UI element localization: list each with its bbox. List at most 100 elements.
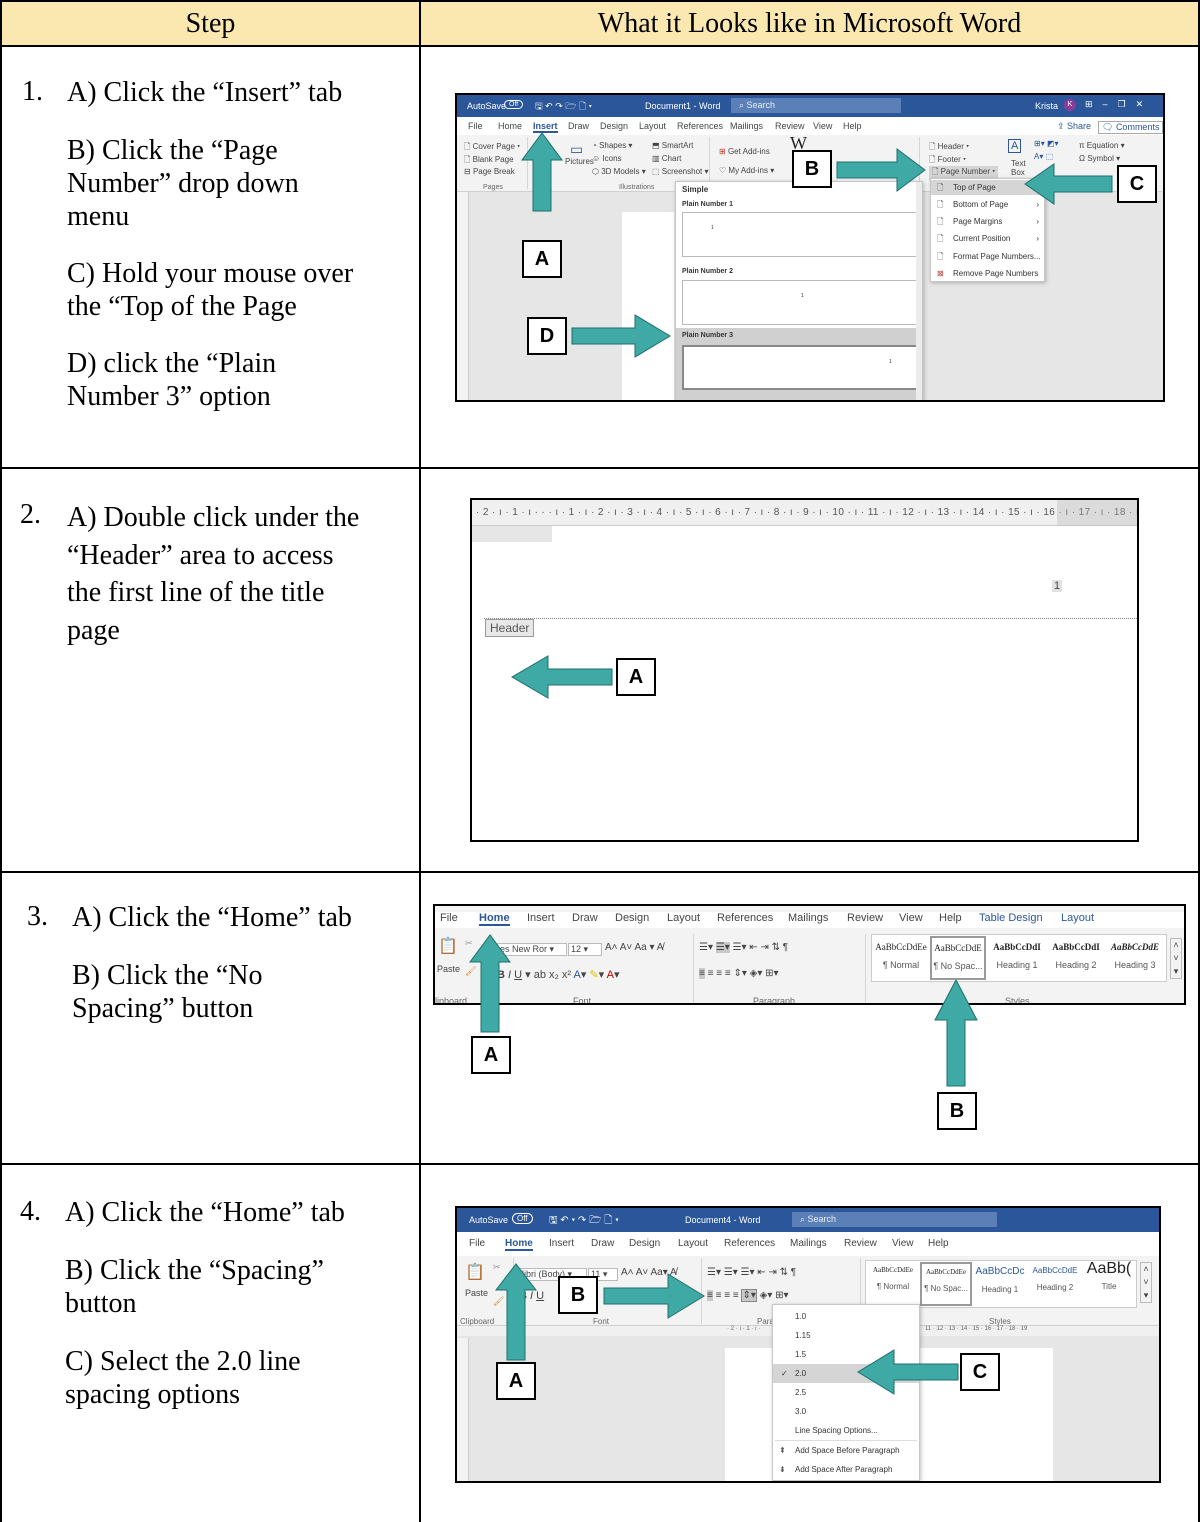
tab-home[interactable]: Home	[505, 1238, 533, 1251]
paste-button[interactable]: Paste	[465, 1288, 489, 1298]
tab-view[interactable]: View	[892, 1238, 914, 1249]
window-controls[interactable]: ⊞–❐✕	[1085, 99, 1154, 109]
tab-help[interactable]: Help	[939, 912, 962, 924]
page-number-button[interactable]: 🗋 Page Number ▾	[929, 166, 999, 180]
paragraph-align-icons[interactable]: ≡ ≡ ≡ ≡ ⇕▾ ◈▾ ⊞▾	[699, 968, 779, 979]
tab-table-layout[interactable]: Layout	[1061, 912, 1095, 924]
shapes-button[interactable]: ◔ Shapes ▾	[592, 141, 633, 150]
gallery-option-plain-number-2[interactable]: 1	[682, 280, 918, 325]
text-box-button[interactable]: Text Box	[1011, 159, 1026, 177]
styles-scroll-buttons[interactable]: ˄˅▾	[1170, 938, 1182, 979]
tab-draw[interactable]: Draw	[591, 1238, 615, 1249]
footer-button[interactable]: 🗋 Footer ▾	[929, 155, 966, 164]
font-size-box[interactable]: 12 ▾	[568, 943, 602, 956]
style-title[interactable]: AaBb(Title	[1086, 1260, 1132, 1291]
blank-page-button[interactable]: 🗋 Blank Page	[464, 155, 514, 164]
pictures-button[interactable]: Pictures	[565, 157, 594, 166]
autosave-toggle[interactable]: Off	[504, 100, 524, 109]
font-format-icons[interactable]: B I U ▾ ab x₂ x² A▾ ✎▾ A▾	[497, 969, 620, 981]
add-space-before[interactable]: ⇞Add Space Before Paragraph	[773, 1443, 919, 1458]
comments-button[interactable]: 🗨 Comments	[1098, 121, 1163, 134]
gallery-option-plain-number-3[interactable]: 1	[682, 345, 918, 390]
styles-scroll-buttons[interactable]: ˄˅▾	[1140, 1262, 1152, 1303]
autosave-toggle[interactable]: Off	[512, 1213, 533, 1224]
tab-layout[interactable]: Layout	[639, 121, 667, 131]
search-box[interactable]: ⌕ Search	[731, 98, 901, 113]
avatar[interactable]: K	[1064, 99, 1076, 111]
page-break-button[interactable]: ⊟ Page Break	[464, 167, 515, 176]
style-no-spacing[interactable]: AaBbCcDdEe¶ No Spac...	[920, 1262, 972, 1306]
format-painter-icon[interactable]: 🖌	[465, 966, 477, 976]
tab-references[interactable]: References	[677, 121, 724, 131]
tab-table-design[interactable]: Table Design	[979, 912, 1043, 924]
spacing-option-3-0[interactable]: 3.0	[795, 1407, 807, 1416]
menu-item-remove-page-numbers[interactable]: ⊠Remove Page Numbers	[937, 269, 1039, 278]
tab-home[interactable]: Home	[498, 121, 523, 131]
line-spacing-options[interactable]: Line Spacing Options...	[795, 1426, 878, 1435]
cover-page-button[interactable]: 🗋 Cover Page ▾	[464, 142, 521, 151]
tab-help[interactable]: Help	[928, 1238, 949, 1249]
wikipedia-icon[interactable]: W	[790, 133, 807, 153]
menu-item-page-margins[interactable]: 🗋Page Margins›	[937, 217, 1039, 226]
menu-item-bottom-of-page[interactable]: 🗋Bottom of Page›	[937, 200, 1039, 209]
my-addins-button[interactable]: ♡ My Add-ins ▾	[719, 166, 775, 175]
style-no-spacing[interactable]: AaBbCcDdE¶ No Spac...	[930, 936, 986, 980]
chart-button[interactable]: ▥ Chart	[652, 154, 682, 163]
tab-review[interactable]: Review	[775, 121, 805, 131]
format-painter-icon[interactable]: 🖌	[493, 1296, 505, 1306]
cut-icon[interactable]: ✂	[493, 1262, 501, 1272]
style-normal[interactable]: AaBbCcDdEe¶ Normal	[875, 942, 927, 970]
paste-icon[interactable]: 📋	[438, 938, 458, 955]
add-space-after[interactable]: ⇟Add Space After Paragraph	[773, 1462, 919, 1477]
tab-insert[interactable]: Insert	[549, 1238, 575, 1249]
tab-home[interactable]: Home	[479, 912, 510, 926]
tab-draw[interactable]: Draw	[572, 912, 598, 924]
icons-button[interactable]: ☺ Icons	[592, 154, 622, 163]
wordart-icon[interactable]: A▾ ⬚	[1034, 152, 1054, 161]
tab-file[interactable]: File	[440, 912, 458, 924]
tab-mailings[interactable]: Mailings	[730, 121, 764, 131]
font-format-icons[interactable]: B I U	[519, 1290, 545, 1302]
spacing-option-1-15[interactable]: 1.15	[795, 1331, 811, 1340]
spacing-option-1-0[interactable]: 1.0	[795, 1312, 807, 1321]
search-box[interactable]: ⌕ Search	[792, 1212, 997, 1227]
cut-icon[interactable]: ✂	[465, 938, 473, 948]
font-grow-shrink-icons[interactable]: A˄ A˅ Aa▾ A̸	[621, 1267, 677, 1278]
paragraph-align-icons[interactable]: ≡ ≡ ≡ ≡ ⇕▾ ◈▾ ⊞▾	[707, 1289, 789, 1302]
equation-button[interactable]: π Equation ▾	[1079, 141, 1125, 150]
spacing-option-2-0[interactable]: ✓2.0	[773, 1364, 919, 1383]
font-name-box[interactable]: es New Ror ▾	[497, 943, 567, 956]
menu-item-top-of-page[interactable]: 🗋Top of Page›	[931, 180, 1044, 195]
tab-design[interactable]: Design	[615, 912, 650, 924]
tab-help[interactable]: Help	[843, 121, 862, 131]
tab-design[interactable]: Design	[629, 1238, 661, 1249]
save-icon[interactable]: 🖫 ↶ ▾ ↷ 🗁 🗋 ▾	[549, 1215, 619, 1226]
gallery-scrollbar[interactable]	[916, 182, 922, 400]
tab-review[interactable]: Review	[847, 912, 884, 924]
tab-references[interactable]: References	[724, 1238, 776, 1249]
smartart-button[interactable]: ⬒ SmartArt	[652, 141, 694, 150]
gallery-option-plain-number-1[interactable]: 1	[682, 212, 918, 257]
menu-item-format-page-numbers[interactable]: 🗋Format Page Numbers...	[937, 252, 1041, 261]
paste-button[interactable]: Paste	[437, 964, 461, 974]
tab-insert[interactable]: Insert	[527, 912, 555, 924]
screenshot-button[interactable]: ⬚ Screenshot ▾	[652, 167, 709, 176]
tab-draw[interactable]: Draw	[568, 121, 590, 131]
tab-file[interactable]: File	[469, 1238, 486, 1249]
tab-references[interactable]: References	[717, 912, 774, 924]
menu-item-current-position[interactable]: 🗋Current Position›	[937, 234, 1039, 243]
spacing-option-2-5[interactable]: 2.5	[795, 1388, 807, 1397]
line-spacing-button[interactable]: ⇕▾	[741, 1289, 757, 1302]
spacing-option-1-5[interactable]: 1.5	[795, 1350, 807, 1359]
font-grow-shrink-icons[interactable]: A˄ A˅ Aa ▾ A̸	[605, 942, 664, 953]
tab-view[interactable]: View	[899, 912, 923, 924]
header-edit-area[interactable]	[486, 642, 1126, 682]
header-button[interactable]: 🗋 Header ▾	[929, 142, 970, 151]
paragraph-list-icons[interactable]: ☰▾ ☰▾ ☰▾ ⇤ ⇥ ⇅ ¶	[699, 942, 789, 953]
tab-mailings[interactable]: Mailings	[790, 1238, 827, 1249]
